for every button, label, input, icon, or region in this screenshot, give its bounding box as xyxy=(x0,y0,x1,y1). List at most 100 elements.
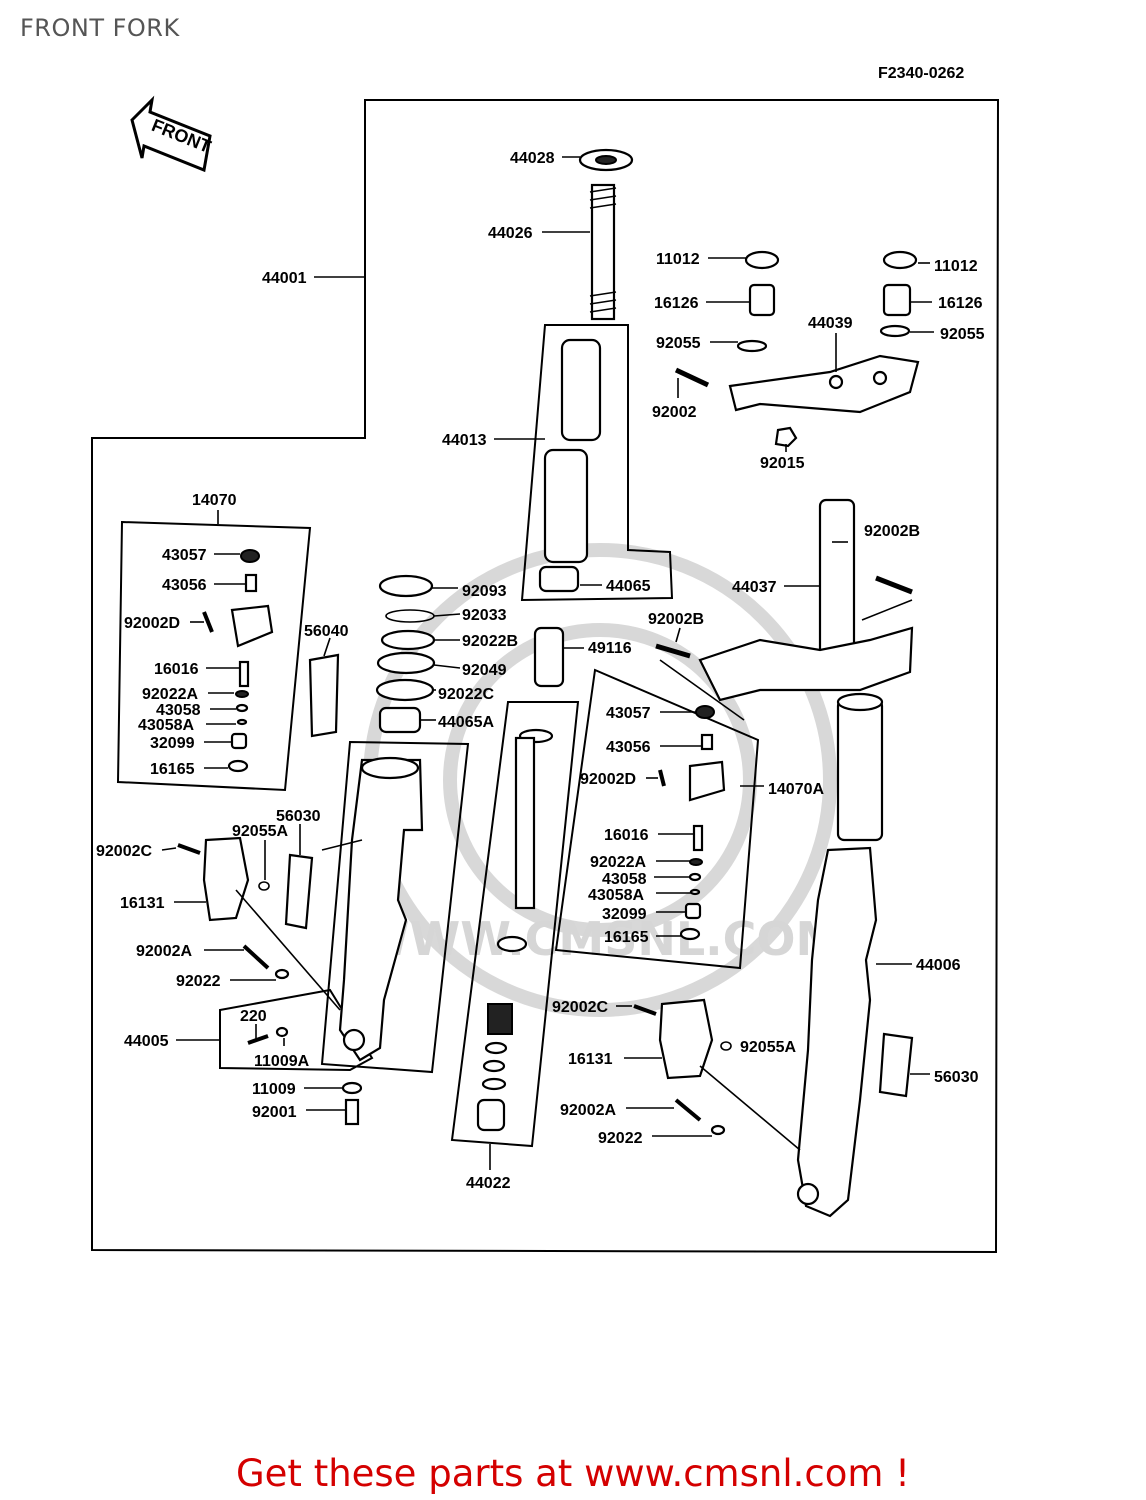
label-92001: 92001 xyxy=(252,1104,297,1121)
label-92093: 92093 xyxy=(462,583,507,600)
diagram-code: F2340-0262 xyxy=(878,65,964,82)
part-43058A-right xyxy=(689,888,701,896)
part-92022-left xyxy=(274,968,290,980)
part-labels: 44028 44026 44001 11012 11012 16126 1612… xyxy=(96,150,985,1192)
part-44037-bracket xyxy=(698,626,914,702)
label-16016-right: 16016 xyxy=(604,827,649,844)
label-44001: 44001 xyxy=(262,270,307,287)
label-92002: 92002 xyxy=(652,404,697,421)
part-92022A-right xyxy=(689,858,703,866)
part-92002 xyxy=(674,367,710,388)
label-43058A-right: 43058A xyxy=(588,887,644,904)
part-44026 xyxy=(589,183,617,321)
part-92022C xyxy=(375,678,435,702)
label-92002D-right: 92002D xyxy=(580,771,636,788)
group-box-44005 xyxy=(219,988,374,1072)
part-92055A-left xyxy=(258,881,270,891)
part-92002A-right xyxy=(674,1098,702,1122)
part-43058-right xyxy=(688,872,702,882)
label-11012-left: 11012 xyxy=(656,251,700,268)
label-92002A-right: 92002A xyxy=(560,1102,616,1119)
part-16131-left xyxy=(202,836,250,922)
label-92055A-right: 92055A xyxy=(740,1039,796,1056)
label-32099-right: 32099 xyxy=(602,906,647,923)
label-92002A-left: 92002A xyxy=(136,943,192,960)
part-92002B-lower xyxy=(655,643,691,659)
group-box-14070 xyxy=(116,520,312,792)
part-16016-left xyxy=(238,660,250,688)
label-16131-left: 16131 xyxy=(120,895,165,912)
part-43057-right xyxy=(695,705,715,719)
label-43056-right: 43056 xyxy=(606,739,651,756)
label-92002B-upper: 92002B xyxy=(864,523,920,540)
part-43058A-left xyxy=(236,718,248,726)
label-44065A: 44065A xyxy=(438,714,494,731)
part-92002D-right xyxy=(658,769,666,787)
part-16126-right xyxy=(882,283,912,317)
label-92015: 92015 xyxy=(760,455,805,472)
label-92002C-left: 92002C xyxy=(96,843,152,860)
label-43058-left: 43058 xyxy=(156,702,201,719)
part-92049 xyxy=(376,651,436,675)
part-cartridge-body-right xyxy=(688,760,726,802)
part-44006 xyxy=(796,846,878,1218)
label-92049: 92049 xyxy=(462,662,507,679)
label-44005: 44005 xyxy=(124,1033,169,1050)
label-92002C-right: 92002C xyxy=(552,999,608,1016)
label-92022A-left: 92022A xyxy=(142,686,198,703)
label-56030-left: 56030 xyxy=(276,808,321,825)
part-inner-tube-right xyxy=(836,698,884,842)
part-11012-right xyxy=(882,250,918,270)
tube-group-box xyxy=(520,324,674,602)
part-56040 xyxy=(308,653,340,738)
page-title: FRONT FORK xyxy=(20,14,180,42)
part-16165-left xyxy=(227,759,249,773)
label-92022A-right: 92022A xyxy=(590,854,646,871)
part-43057-left xyxy=(240,549,260,563)
label-43056-left: 43056 xyxy=(162,577,207,594)
group-box-left-fork xyxy=(320,740,470,1074)
part-92002C-right xyxy=(633,1004,657,1016)
label-11009: 11009 xyxy=(252,1081,296,1098)
part-44013-upper xyxy=(560,338,602,442)
watermark-text: WWW.CMSNL.COM xyxy=(359,912,842,966)
part-92055A-right xyxy=(720,1041,732,1051)
part-44013-lower xyxy=(543,448,589,564)
front-arrow-icon: FRONT xyxy=(130,95,214,173)
label-43058A-left: 43058A xyxy=(138,717,194,734)
part-cartridge-body-left xyxy=(230,604,274,648)
main-outline xyxy=(91,99,1000,1254)
label-16016-left: 16016 xyxy=(154,661,199,678)
part-92002A-left xyxy=(242,944,270,970)
part-92093 xyxy=(378,574,434,598)
label-44013: 44013 xyxy=(442,432,487,449)
label-16126-left: 16126 xyxy=(654,295,699,312)
part-56030-right xyxy=(878,1032,914,1098)
part-11012-left xyxy=(744,250,780,270)
label-92002D-left: 92002D xyxy=(124,615,180,632)
label-32099-left: 32099 xyxy=(150,735,195,752)
label-16165-left: 16165 xyxy=(150,761,195,778)
label-43057-right: 43057 xyxy=(606,705,651,722)
label-92055-right: 92055 xyxy=(940,326,985,343)
part-92033 xyxy=(385,609,435,623)
label-44065: 44065 xyxy=(606,578,651,595)
label-92022C-top: 92022C xyxy=(438,686,494,703)
label-92022-right: 92022 xyxy=(598,1130,643,1147)
part-16126-left xyxy=(748,283,776,317)
label-44022: 44022 xyxy=(466,1175,511,1192)
part-56030-left xyxy=(284,853,314,930)
part-92015 xyxy=(774,426,798,448)
part-43058-left xyxy=(235,703,249,713)
label-92002B-lower: 92002B xyxy=(648,611,704,628)
promo-link[interactable]: Get these parts at www.cmsnl.com ! xyxy=(235,1452,910,1495)
label-11012-right: 11012 xyxy=(934,258,978,275)
part-92002C-left xyxy=(177,843,201,855)
label-16165-right: 16165 xyxy=(604,929,649,946)
label-92033: 92033 xyxy=(462,607,507,624)
label-220: 220 xyxy=(240,1008,267,1025)
label-44006: 44006 xyxy=(916,957,961,974)
part-92022A-left xyxy=(235,690,249,698)
label-44037: 44037 xyxy=(732,579,777,596)
leader-lines xyxy=(161,156,934,1170)
